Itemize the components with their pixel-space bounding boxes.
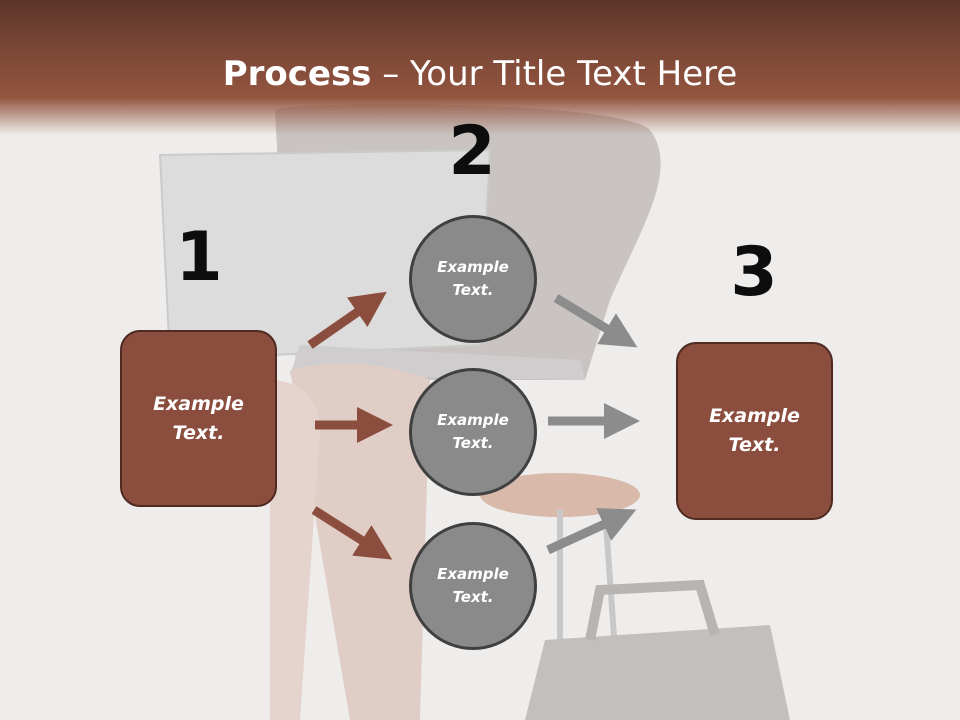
step-number-3: 3 [730,233,778,312]
step-2-circle-middle[interactable]: Example Text. [409,368,537,496]
arrow-gray-top [553,294,638,348]
circle-top-text: Example Text. [437,258,509,299]
title-rest: – Your Title Text Here [371,54,738,94]
step-number-1: 1 [175,218,223,297]
step-2-circle-bottom[interactable]: Example Text. [409,522,537,650]
step-1-box[interactable]: Example Text. [120,330,277,507]
slide-title: Process – Your Title Text Here [0,52,960,96]
step-3-box-text: Example Text. [709,405,800,456]
circle-bottom-text: Example Text. [437,565,509,606]
arrow-up-right [307,291,387,349]
arrow-gray-bottom [546,508,637,555]
step-2-circle-top[interactable]: Example Text. [409,215,537,343]
step-number-2: 2 [448,112,496,191]
title-bold: Process [222,54,372,94]
circle-middle-text: Example Text. [437,411,509,452]
step-3-box[interactable]: Example Text. [676,342,833,520]
step-1-box-text: Example Text. [153,392,244,444]
arrow-down-right [311,506,393,560]
header-band [0,0,960,135]
